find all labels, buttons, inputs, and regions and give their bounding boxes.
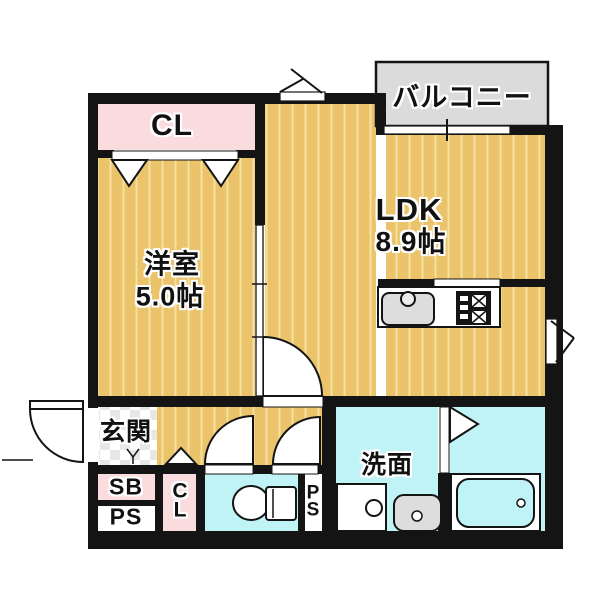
stove-icon — [456, 291, 491, 325]
pipespace-right-label: PS — [306, 482, 320, 521]
closet-top-label: CL — [151, 109, 193, 142]
entrance-label: 玄関 — [99, 418, 153, 446]
entrance-door-swing-icon — [28, 408, 84, 464]
washroom-door-swing-icon — [271, 415, 321, 465]
wall-closet-hall — [196, 465, 205, 531]
toilet-door-swing-icon — [203, 414, 254, 465]
ldk-door-swing-icon — [262, 335, 324, 397]
pipespace-left-label: PS — [109, 503, 143, 530]
ldk-size-label: 8.9帖 — [375, 226, 447, 257]
pipespace-right-area — [305, 474, 322, 531]
wall-toilet-right — [298, 465, 305, 531]
pink-closets — [98, 104, 255, 531]
western-room-size-label: 5.0帖 — [135, 281, 205, 312]
entrance-step-mark — [126, 448, 140, 464]
western-room-label: 洋室 — [144, 249, 200, 280]
hall-closet-door-icon — [163, 446, 199, 465]
wall-hall-right — [322, 396, 336, 531]
entrance-door-leaf-icon — [29, 400, 84, 410]
wall-sb-ps — [98, 500, 155, 506]
pipespace-left-area — [98, 505, 155, 531]
wall-kitchen-b — [500, 279, 545, 287]
balcony-label: バルコニー — [392, 82, 532, 113]
entrance-opening — [87, 409, 99, 462]
wall-partition-upper — [255, 93, 265, 225]
ldk-floor-right — [386, 135, 545, 396]
door-swings — [28, 335, 324, 465]
wall-closet-a — [98, 150, 114, 158]
ldk-door-opening — [262, 395, 324, 408]
wall-jog — [376, 93, 386, 135]
wall-mid-right — [323, 396, 545, 407]
washroom-label: 洗面 — [360, 451, 414, 479]
washbasin-icon — [393, 494, 442, 532]
wall-top — [88, 93, 386, 104]
bathtub-icon — [450, 473, 541, 532]
toilet-icon — [232, 485, 297, 521]
ldk-label: LDK — [375, 192, 443, 227]
top-window-icon — [279, 91, 326, 102]
wall-bottom — [88, 531, 563, 549]
kitchen-unit — [377, 286, 501, 328]
faucet-icon — [400, 291, 416, 307]
right-window-icon — [545, 318, 558, 365]
kitchen-counter-opening — [433, 278, 501, 288]
closet-hall-label: CL — [172, 479, 188, 522]
washing-machine-icon — [336, 483, 387, 532]
washroom-door-opening — [271, 464, 319, 475]
windows — [279, 68, 575, 365]
folding-door-icon — [110, 150, 240, 188]
wall-left-lower — [88, 462, 98, 549]
wall-mid-left — [88, 396, 263, 407]
entrance-tile-area — [98, 407, 157, 465]
sliding-door-icon — [252, 224, 267, 397]
wall-hall-b — [253, 465, 272, 474]
wall-kitchen-a — [378, 279, 434, 287]
wall-genkan-col — [155, 465, 163, 531]
closet-hall-area — [163, 474, 196, 531]
bath-door-icon — [439, 405, 480, 474]
wall-left-upper — [88, 93, 98, 408]
wall-hall-a — [88, 465, 205, 474]
shoebox-area — [98, 474, 155, 500]
wall-closet-b — [236, 150, 265, 158]
closet-top-area — [98, 104, 255, 150]
toilet-door-opening — [204, 464, 254, 475]
western-room-floor — [98, 158, 255, 396]
shoebox-label: SB — [109, 473, 143, 500]
